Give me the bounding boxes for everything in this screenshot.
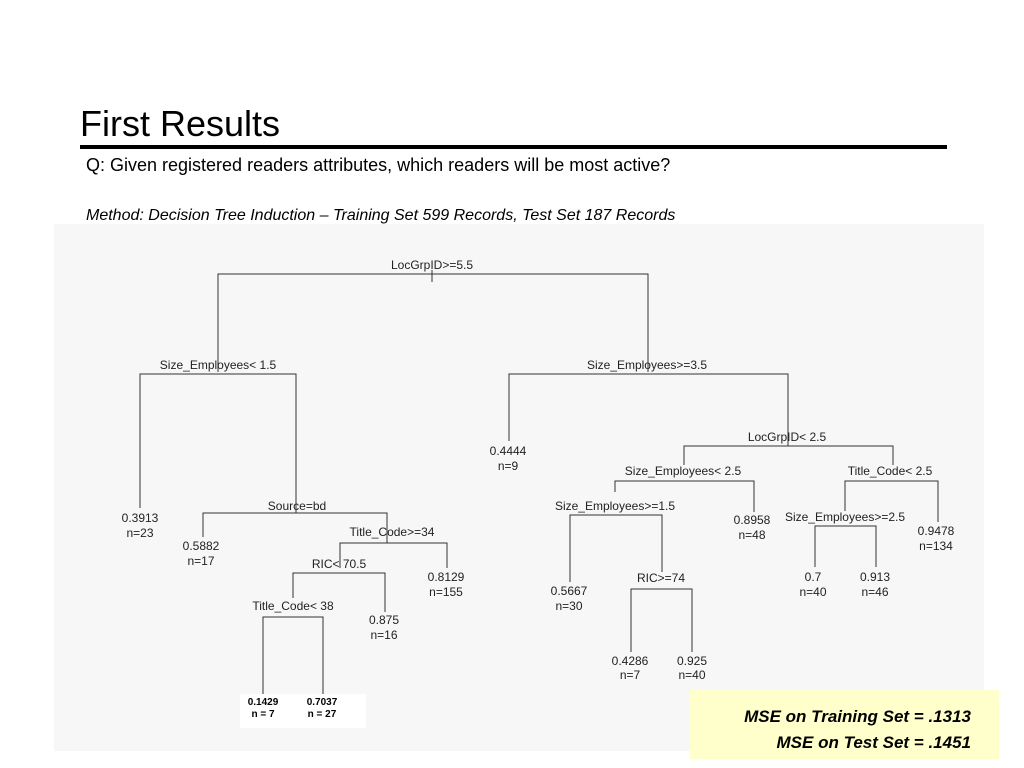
leaf-7037: 0.7037 n = 27 (298, 697, 346, 721)
leaf-value: 0.7 (805, 570, 822, 584)
leaf-value: 0.4286 (612, 654, 649, 668)
split-label-size-employees-lt-2-5: Size_Employees< 2.5 (625, 464, 742, 478)
size-employees-2-5b-branch (814, 525, 877, 567)
leaf-value: 0.913 (860, 570, 890, 584)
leaf-count: n=17 (187, 554, 214, 568)
leaf-count: n = 7 (251, 709, 275, 720)
leaf-count: n=48 (738, 528, 765, 542)
leaf-count: n=30 (555, 599, 582, 613)
size-employees-2-5-branch (614, 480, 755, 512)
split-label-ric-lt-70-5: RIC< 70.5 (312, 557, 367, 571)
mse-summary-box: MSE on Training Set = .1313 MSE on Test … (690, 690, 999, 759)
leaf-count: n=40 (678, 668, 705, 682)
split-label-title-code-lt-38: Title_Code< 38 (252, 599, 334, 613)
ric-70-5-branch (292, 572, 386, 612)
leaf-value: 0.9478 (918, 524, 955, 538)
title-code-38-branch (262, 616, 324, 694)
leaf-value: 0.5667 (551, 584, 588, 598)
leaf-count: n=23 (126, 526, 153, 540)
split-label-root: LocGrpID>=5.5 (391, 258, 473, 272)
split-label-size-employees-ge-2-5: Size_Employees>=2.5 (785, 510, 905, 524)
tree-plot-area (54, 224, 984, 751)
title-code-34-branch (339, 542, 448, 568)
split-label-size-employees-ge-3-5: Size_Employees>=3.5 (587, 358, 707, 372)
root-branch (217, 273, 649, 372)
size-employees-1-5-branch (139, 373, 297, 513)
leaf-value: 0.4444 (490, 444, 527, 458)
split-label-ric-ge-74: RIC>=74 (637, 571, 685, 585)
leaf-value: 0.5882 (183, 539, 220, 553)
leaf-value: 0.8958 (734, 513, 771, 527)
mse-training-text: MSE on Training Set = .1313 (744, 707, 971, 726)
leaf-count: n = 27 (307, 709, 337, 720)
leaf-1429: 0.1429 n = 7 (240, 697, 286, 721)
leaf-count: n=46 (861, 585, 888, 599)
source-bd-branch (202, 512, 388, 543)
title-code-2-5-branch (844, 480, 939, 522)
split-label-title-code-ge-34: Title_Code>=34 (350, 525, 435, 539)
leaf-value: 0.3913 (122, 511, 159, 525)
leaf-value: 0.875 (369, 613, 399, 627)
leaf-value: 0.1429 (247, 697, 279, 708)
ric-74-branch (630, 588, 693, 652)
question-text: Q: Given registered readers attributes, … (86, 155, 671, 175)
title-underline (80, 145, 947, 149)
size-employees-3-5-branch (508, 373, 789, 446)
leaf-value: 0.7037 (306, 697, 338, 708)
leaf-count: n=9 (498, 459, 519, 473)
split-label-size-employees-ge-1-5: Size_Employees>=1.5 (555, 499, 675, 513)
split-label-size-employees-lt-1-5: Size_Employees< 1.5 (160, 358, 277, 372)
slide-title: First Results (80, 103, 281, 144)
split-label-title-code-lt-2-5: Title_Code< 2.5 (848, 464, 933, 478)
leaf-count: n=134 (919, 539, 953, 553)
size-employees-1-5-right-branch (569, 514, 663, 582)
split-label-locgrpid-lt-2-5: LocGrpID< 2.5 (748, 430, 827, 444)
small-leaves-box: 0.1429 n = 7 0.7037 n = 27 (240, 694, 366, 728)
leaf-value: 0.925 (677, 654, 707, 668)
mse-test-text: MSE on Test Set = .1451 (776, 733, 971, 752)
split-label-source-bd: Source=bd (268, 499, 326, 513)
leaf-count: n=7 (620, 668, 641, 682)
method-text: Method: Decision Tree Induction – Traini… (86, 207, 676, 224)
locgrpid-2-5-branch (683, 445, 894, 465)
leaf-count: n=155 (429, 585, 463, 599)
leaf-value: 0.8129 (428, 570, 465, 584)
leaf-count: n=16 (370, 628, 397, 642)
leaf-count: n=40 (799, 585, 826, 599)
